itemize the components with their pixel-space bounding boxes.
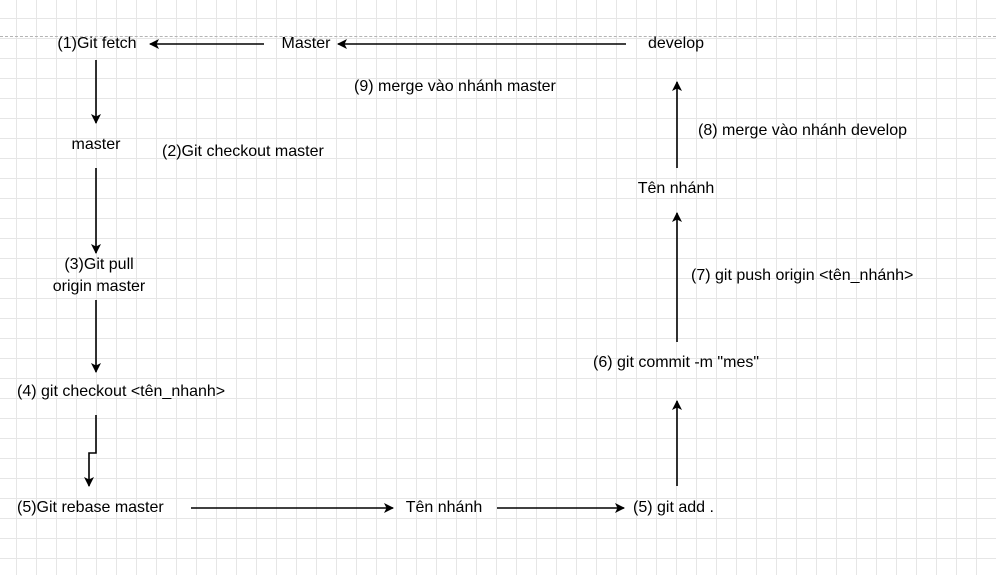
node-branch-remote[interactable]: Tên nhánh bbox=[637, 180, 715, 197]
node-checkout-branch[interactable]: (4) git checkout <tên_nhanh> bbox=[17, 383, 226, 400]
node-master-remote[interactable]: Master bbox=[281, 35, 331, 52]
label-merge-master: (9) merge vào nhánh master bbox=[354, 78, 556, 95]
label-git-push: (7) git push origin <tên_nhánh> bbox=[691, 267, 914, 284]
node-git-pull[interactable]: (3)Git pull origin master bbox=[53, 254, 145, 298]
node-branch-local[interactable]: Tên nhánh bbox=[405, 499, 483, 516]
node-git-fetch[interactable]: (1)Git fetch bbox=[57, 35, 137, 52]
node-git-add[interactable]: (5) git add . bbox=[633, 499, 714, 516]
label-merge-develop: (8) merge vào nhánh develop bbox=[698, 122, 908, 139]
label-checkout-master: (2)Git checkout master bbox=[162, 143, 324, 160]
arrow-checkout-to-rebase bbox=[84, 415, 97, 487]
git-pull-line-1: (3)Git pull bbox=[64, 256, 134, 273]
node-git-commit[interactable]: (6) git commit -m "mes" bbox=[592, 354, 760, 371]
page-boundary-line bbox=[0, 36, 996, 37]
node-git-rebase[interactable]: (5)Git rebase master bbox=[17, 499, 164, 516]
node-master-local[interactable]: master bbox=[71, 136, 121, 153]
node-develop[interactable]: develop bbox=[647, 35, 705, 52]
git-pull-line-2: origin master bbox=[52, 278, 146, 295]
